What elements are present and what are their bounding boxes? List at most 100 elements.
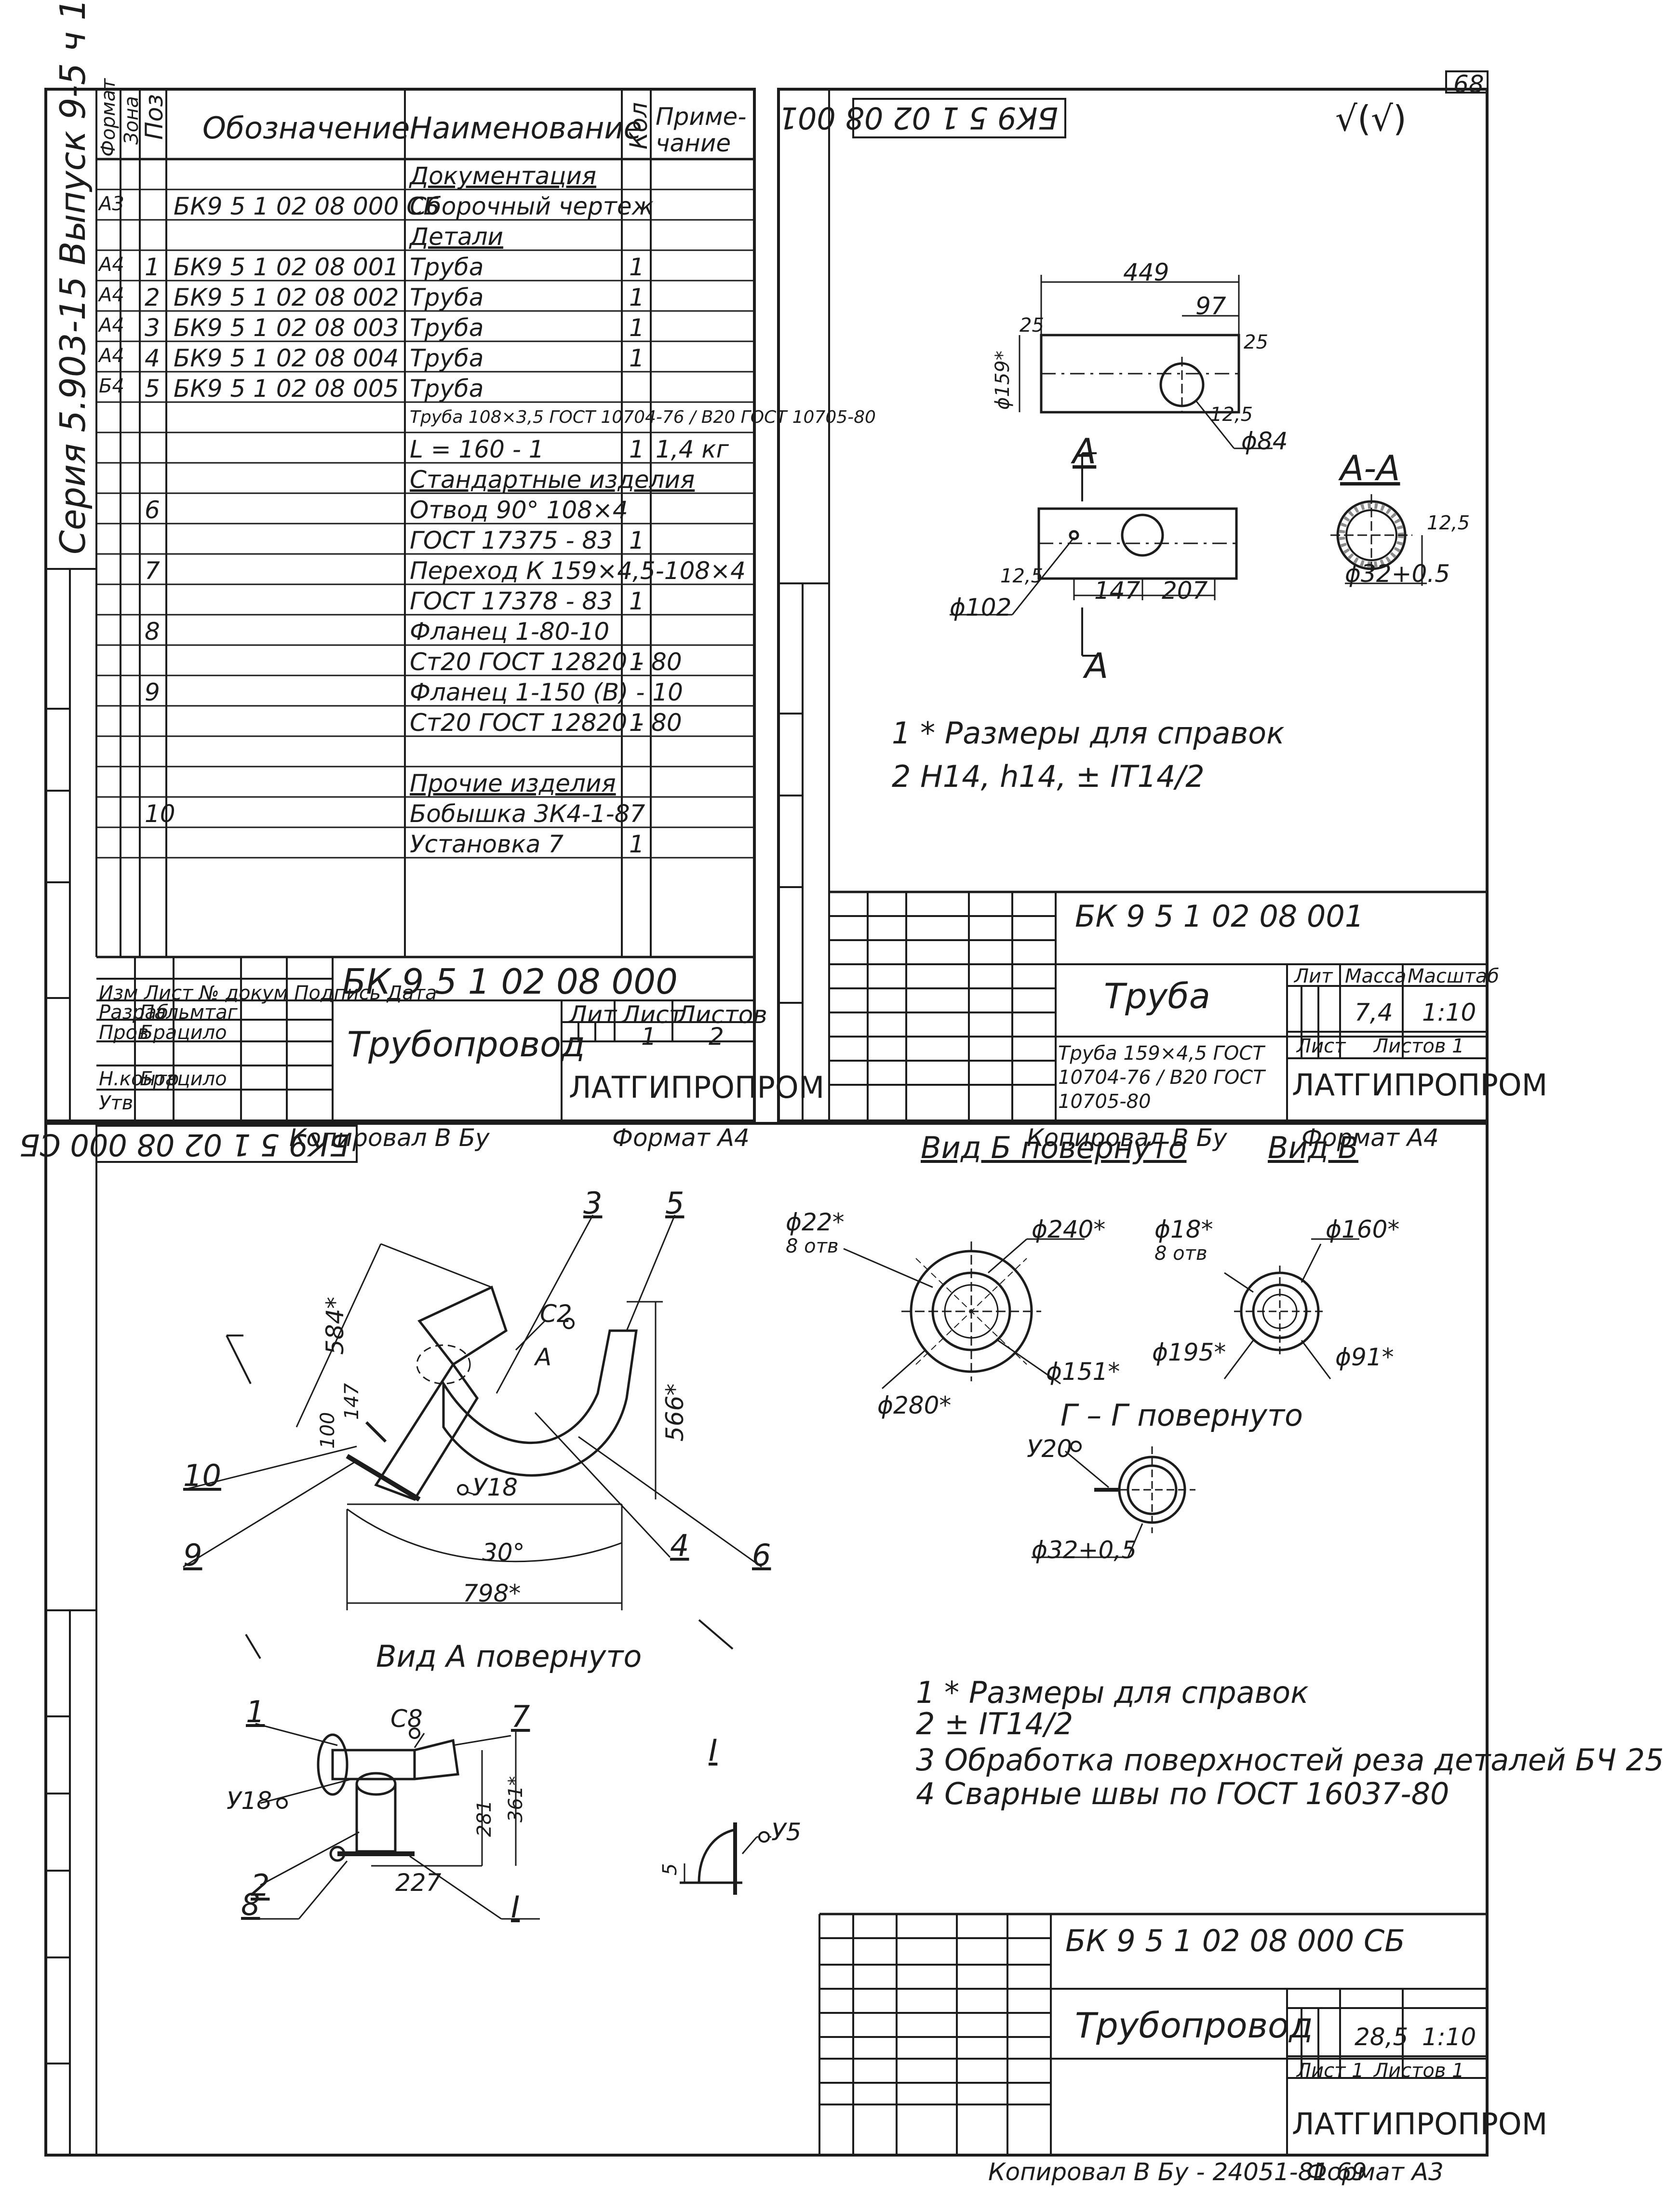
spec-cell-name: Труба	[410, 253, 484, 281]
dim-d280: ϕ280*	[877, 1391, 952, 1419]
assembly-section-g	[1032, 1446, 1195, 1558]
detail-material: Труба 159×4,5 ГОСТ 10704-76 / В20 ГОСТ 1…	[1058, 1042, 1265, 1113]
spec-cell-pos: 1	[145, 253, 160, 281]
spec-cell-name: Труба	[410, 283, 484, 311]
series-label: Серия 5.903-15 Выпуск 9-5 ч 1	[53, 0, 93, 554]
spec-cell-name: Труба 108×3,5 ГОСТ 10704-76 / В20 ГОСТ 1…	[410, 407, 876, 427]
callout-1: 1	[246, 1694, 265, 1729]
dim-147b: 147	[341, 1383, 363, 1420]
dim-u18: У18	[472, 1473, 518, 1501]
spec-cell-qty: 1	[629, 587, 644, 615]
dim-8holes-b: 8 отв	[1154, 1242, 1208, 1265]
dim-d91: ϕ91*	[1335, 1343, 1394, 1371]
spec-header-pos: Поз	[140, 94, 168, 140]
dim-798: 798*	[463, 1579, 521, 1607]
spec-tb-role-2: Пров	[99, 1022, 149, 1044]
assembly-note-3: 3 Обработка поверхностей реза деталей БЧ…	[916, 1742, 1664, 1778]
detail-stamp-box	[852, 98, 1066, 138]
dim-s5: 5	[659, 1863, 681, 1875]
spec-tb-role-3: Н.контр	[99, 1068, 179, 1090]
detail-i-mark: I	[511, 1889, 520, 1925]
detail-org: ЛАТГИПРОПРОМ	[1292, 1067, 1548, 1103]
detail-copied: Копировал В Бу	[1027, 1124, 1227, 1152]
spec-format: Формат А4	[612, 1124, 750, 1152]
spec-copied: Копировал В Бу	[289, 1124, 490, 1152]
section-roughness: 12,5	[1427, 512, 1470, 534]
spec-cell-qty: 1	[629, 314, 644, 342]
spec-cell-name: Труба	[410, 344, 484, 372]
assembly-sheets: Листов 1	[1374, 2060, 1464, 2082]
spec-header-qty: Кол	[625, 102, 653, 149]
detail-sheet: Лист	[1297, 1035, 1346, 1057]
callout-10: 10	[183, 1458, 221, 1493]
spec-cell-name: Сборочный чертеж	[410, 192, 654, 220]
spec-cell-qty: 1	[629, 709, 644, 737]
spec-cell-name: Труба	[410, 314, 484, 342]
spec-cell-pos: 7	[145, 557, 160, 585]
spec-cell-format: А4	[99, 284, 124, 306]
spec-header-note: Приме- чание	[656, 103, 747, 157]
dim-r1: 25	[1020, 314, 1044, 337]
dim-147: 147	[1094, 577, 1141, 605]
spec-header-name: Наименование	[410, 110, 642, 146]
spec-cell-name: Установка 7	[410, 830, 564, 858]
spec-cell-format: А4	[99, 345, 124, 367]
spec-tb-name-2: Брацило	[140, 1022, 227, 1044]
spec-cell-pos: 4	[145, 344, 160, 372]
callout-6: 6	[752, 1538, 771, 1573]
dim-d160: ϕ160*	[1326, 1215, 1400, 1243]
spec-cell-format: А3	[99, 193, 124, 215]
dim-r3: 12,5	[1210, 404, 1253, 426]
dim-361: 361*	[505, 1776, 527, 1822]
weld-markers	[276, 1318, 1082, 1843]
spec-cell-qty: 1	[629, 648, 644, 676]
section-diameter: ϕ32+0.5	[1345, 560, 1450, 588]
spec-tb-role-4: Утв	[99, 1092, 134, 1114]
assembly-main-view	[183, 1214, 762, 1659]
assembly-note-2: 2 ± IT14/2	[916, 1706, 1074, 1741]
assembly-title: Трубопровод	[1075, 2005, 1313, 2046]
assembly-view-a	[241, 1723, 540, 1920]
spec-cell-pos: 2	[145, 283, 160, 311]
spec-cell-name: Прочие изделия	[410, 769, 616, 797]
spec-tb-name-3: Брацило	[140, 1068, 227, 1090]
spec-cell-name: Документация	[410, 162, 596, 190]
assembly-detail-i	[680, 1822, 771, 1895]
dim-c2: С2	[540, 1300, 572, 1328]
dim-c8: С8	[390, 1705, 423, 1733]
callout-9: 9	[183, 1538, 202, 1573]
spec-cell-designation: БК9 5 1 02 08 003	[174, 314, 399, 342]
dim-8holes: 8 отв	[786, 1235, 839, 1257]
roughness-mark: √(√)	[1335, 98, 1407, 139]
spec-sheet: 1	[641, 1023, 657, 1051]
spec-cell-pos: 9	[145, 678, 160, 706]
page-number: 68	[1453, 70, 1484, 98]
view-a-title: Вид А повернуто	[376, 1639, 642, 1674]
assembly-sheet: Лист 1	[1297, 2060, 1364, 2082]
assembly-scale: 1:10	[1422, 2023, 1476, 2051]
detail-scale-label: Масштаб	[1408, 965, 1500, 987]
dim-207: 207	[1162, 577, 1208, 605]
spec-lit-label: Лит	[569, 1001, 617, 1029]
spec-cell-pos: 3	[145, 314, 160, 342]
spec-header-designation: Обозначение	[202, 110, 410, 146]
assembly-mass: 28,5	[1355, 2023, 1409, 2051]
spec-cell-name: Фланец 1-80-10	[410, 618, 610, 646]
dim-227: 227	[395, 1869, 442, 1897]
view-a-arrow: А	[535, 1343, 552, 1371]
dim-d240: ϕ240*	[1032, 1215, 1106, 1243]
spec-tb-name-1: Пальмтаг	[140, 1001, 238, 1024]
assembly-frame	[44, 1122, 1489, 2157]
spec-cell-qty: 1	[629, 344, 644, 372]
view-v-title: Вид В	[1268, 1130, 1358, 1165]
spec-doc-number: БК 9 5 1 02 08 000	[342, 961, 678, 1002]
page-number-box	[1445, 70, 1489, 94]
cut-label-bottom: А	[1085, 646, 1109, 686]
cut-label-top: А	[1073, 431, 1097, 472]
spec-cell-name: ГОСТ 17375 - 83	[410, 526, 613, 554]
detail-i-title: I	[709, 1733, 718, 1768]
dim-566: 566*	[661, 1383, 689, 1442]
spec-cell-name: Детали	[410, 223, 504, 251]
spec-cell-designation: БК9 5 1 02 08 004	[174, 344, 399, 372]
